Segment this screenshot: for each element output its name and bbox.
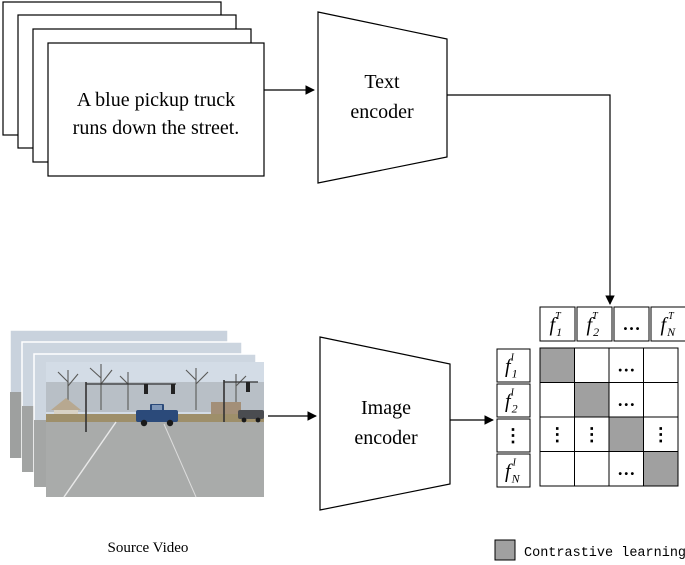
image-encoder-label-2: encoder (354, 427, 418, 449)
video-road (46, 422, 264, 497)
caption-stack: A blue pickup truck runs down the street… (2, 1, 265, 177)
matrix-cell (643, 347, 679, 383)
matrix-cell-diagonal (608, 416, 644, 452)
video-building (211, 402, 241, 416)
legend-swatch (494, 539, 516, 561)
text-feature-cell (576, 306, 613, 342)
video-frame-front (46, 362, 264, 498)
text-feature-row: f1T f2T … fNT (539, 306, 685, 342)
matrix-vdots: ⋮ (548, 424, 566, 444)
matrix-hdots: … (617, 390, 635, 410)
video-lane-line-1 (63, 421, 117, 498)
caption-line-2: runs down the street. (73, 117, 240, 139)
matrix-cell (643, 382, 679, 418)
text-feature-cell (613, 306, 650, 342)
matrix-hdots: … (617, 355, 635, 375)
video-parked-car (238, 410, 264, 423)
image-encoder: Image encoder (319, 336, 451, 511)
matrix-cell (539, 416, 575, 452)
matrix-cell (608, 451, 644, 487)
matrix-hdots: … (617, 459, 635, 479)
video-house-roof (51, 398, 81, 410)
text-encoder-label-2: encoder (350, 101, 414, 123)
matrix-vdots: ⋮ (583, 424, 601, 444)
text-feature-cell (650, 306, 685, 342)
video-traffic-light-1 (144, 384, 148, 394)
text-encoder-label-1: Text (364, 71, 400, 93)
image-feature-cell (496, 383, 531, 418)
text-encoder-to-features-arrow (447, 94, 615, 305)
caption-card-front (47, 42, 265, 177)
image-feature-vdots: ⋮ (504, 426, 522, 446)
image-encoder-shape (319, 336, 451, 511)
legend: Contrastive learning (494, 539, 685, 561)
matrix-cell-diagonal (539, 347, 575, 383)
matrix-cell-diagonal (574, 382, 610, 418)
video-lane-line-2 (163, 423, 197, 498)
matrix-vdots: ⋮ (652, 424, 670, 444)
video-traffic-light-2 (171, 384, 175, 394)
matrix-cell (539, 451, 575, 487)
text-feature-label: f1T (550, 311, 563, 339)
matrix-cell (643, 416, 679, 452)
text-feature-label: fNT (661, 311, 677, 339)
text-encoder: Text encoder (317, 11, 448, 184)
text-feature-cell (539, 306, 576, 342)
text-encoder-shape (317, 11, 448, 184)
text-feature-ellipsis: … (623, 314, 641, 334)
source-video-stack (9, 329, 264, 498)
caption-line-1: A blue pickup truck (77, 89, 235, 111)
text-feature-label: f2T (587, 311, 600, 339)
matrix-cell (574, 451, 610, 487)
video-blue-truck (136, 404, 178, 427)
matrix-cell (539, 382, 575, 418)
image-feature-cell (496, 453, 531, 488)
legend-label: Contrastive learning (524, 546, 685, 561)
source-video-label: Source Video (108, 540, 189, 556)
matrix-cell (574, 347, 610, 383)
similarity-matrix: … … ⋮ ⋮ ⋮ … (539, 347, 679, 487)
image-encoder-label-1: Image (361, 397, 411, 419)
image-feature-cell (496, 348, 531, 383)
matrix-cell-diagonal (643, 451, 679, 487)
image-feature-cell (496, 418, 531, 453)
